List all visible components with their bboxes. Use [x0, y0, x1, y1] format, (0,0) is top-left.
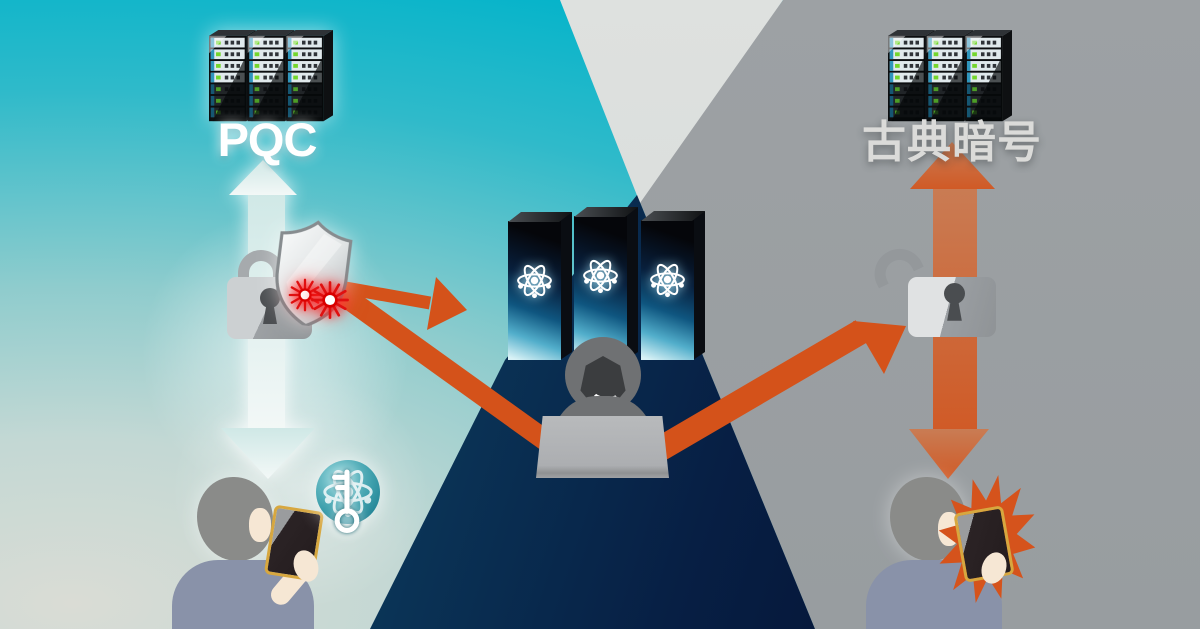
keyhole	[944, 283, 965, 304]
open-lock-icon	[862, 240, 1002, 345]
hacker-laptop-icon	[536, 416, 669, 478]
pqc-label: PQC	[217, 113, 318, 166]
laser-spark-icon	[308, 278, 352, 322]
atom-icon	[647, 259, 688, 300]
quantum-tower	[508, 212, 572, 360]
keyhole	[260, 288, 280, 308]
tower-top	[508, 212, 572, 222]
tower-top	[574, 207, 638, 217]
tower-side	[693, 211, 705, 360]
classical-crypto-label: 古典暗号	[862, 118, 1042, 167]
lock-body	[908, 277, 996, 337]
atom-icon	[580, 255, 621, 296]
quantum-tower	[641, 211, 705, 360]
tower-top	[641, 211, 705, 221]
tower-side	[626, 207, 638, 360]
tower-front	[574, 216, 627, 360]
quantum-tower	[574, 207, 638, 360]
person-face	[249, 508, 271, 542]
tower-side	[560, 212, 572, 360]
atom-icon	[514, 260, 555, 301]
classical-server-racks-icon	[888, 30, 1012, 127]
key-icon	[332, 469, 360, 533]
